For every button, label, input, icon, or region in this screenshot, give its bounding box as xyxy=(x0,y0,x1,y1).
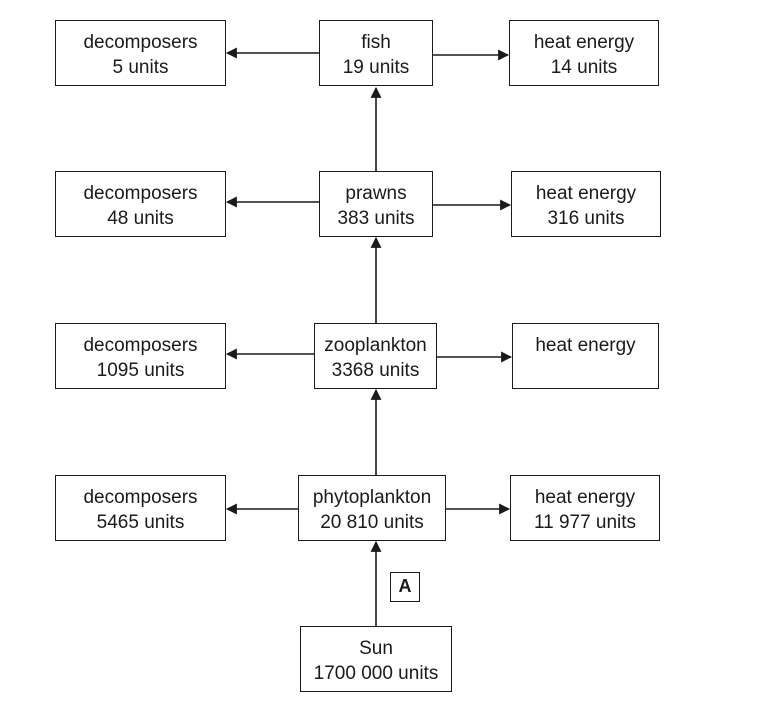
box-phytoplankton-decomposers-name: decomposers xyxy=(83,487,198,508)
box-sun-name: Sun xyxy=(359,638,393,659)
box-zooplankton-decomposers-energy: 1095 units xyxy=(96,360,185,381)
box-fish: fish 19 units xyxy=(319,20,433,86)
box-fish-decomposers: decomposers 5 units xyxy=(55,20,226,86)
box-fish-name: fish xyxy=(361,32,391,53)
box-prawns-decomposers-name: decomposers xyxy=(83,183,198,204)
box-zooplankton-heat: heat energy xyxy=(512,323,659,389)
box-zooplankton-decomposers-name: decomposers xyxy=(83,335,198,356)
box-prawns-decomposers-energy: 48 units xyxy=(107,208,174,229)
box-phytoplankton-name: phytoplankton xyxy=(312,487,432,508)
box-fish-decomposers-energy: 5 units xyxy=(112,57,169,78)
box-prawns-energy: 383 units xyxy=(337,208,415,229)
box-phytoplankton-decomposers: decomposers 5465 units xyxy=(55,475,226,541)
box-zooplankton-name: zooplankton xyxy=(324,335,427,356)
box-phytoplankton-heat-name: heat energy xyxy=(534,487,636,508)
box-prawns-name: prawns xyxy=(345,183,407,204)
box-sun-energy: 1700 000 units xyxy=(313,663,439,684)
box-phytoplankton: phytoplankton 20 810 units xyxy=(298,475,446,541)
box-fish-energy: 19 units xyxy=(342,57,410,78)
box-fish-decomposers-name: decomposers xyxy=(83,32,198,53)
box-phytoplankton-heat: heat energy 11 977 units xyxy=(510,475,660,541)
box-fish-heat-energy: 14 units xyxy=(550,57,618,78)
box-phytoplankton-decomposers-energy: 5465 units xyxy=(96,512,185,533)
box-sun: Sun 1700 000 units xyxy=(300,626,452,692)
box-zooplankton-heat-name: heat energy xyxy=(535,335,636,356)
box-prawns-heat: heat energy 316 units xyxy=(511,171,661,237)
box-zooplankton-energy: 3368 units xyxy=(331,360,420,381)
label-a: A xyxy=(390,572,420,602)
box-prawns-decomposers: decomposers 48 units xyxy=(55,171,226,237)
box-prawns-heat-energy: 316 units xyxy=(547,208,625,229)
box-phytoplankton-heat-energy: 11 977 units xyxy=(533,512,637,533)
box-zooplankton: zooplankton 3368 units xyxy=(314,323,437,389)
box-phytoplankton-energy: 20 810 units xyxy=(320,512,424,533)
box-zooplankton-decomposers: decomposers 1095 units xyxy=(55,323,226,389)
box-prawns-heat-name: heat energy xyxy=(535,183,637,204)
box-fish-heat-name: heat energy xyxy=(533,32,635,53)
box-fish-heat: heat energy 14 units xyxy=(509,20,659,86)
box-prawns: prawns 383 units xyxy=(319,171,433,237)
